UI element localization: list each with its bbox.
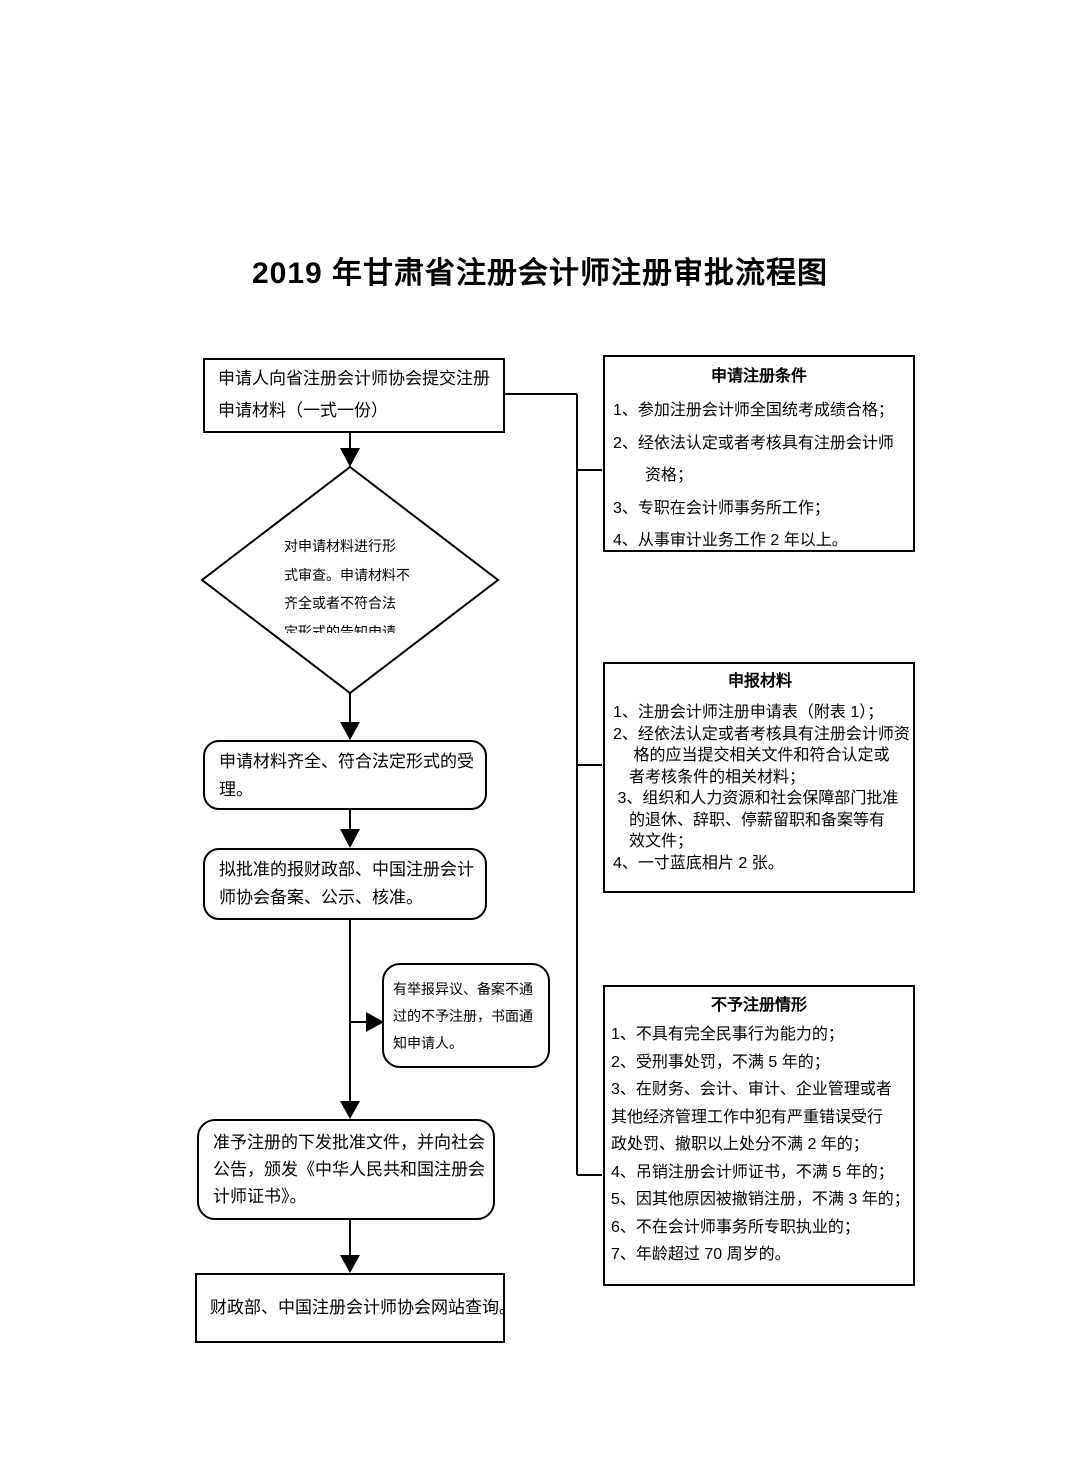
- panel-body: 1、参加注册会计师全国统考成绩合格； 2、经依法认定或者考核具有注册会计师 资格；…: [613, 395, 905, 558]
- arrow-down-icon: [340, 1101, 360, 1119]
- text-line: 格的应当提交相关文件和符合认定或: [613, 747, 890, 764]
- text-line: 公告，颁发《中华人民共和国注册会: [213, 1160, 485, 1179]
- text-line: 式审查。申请材料不: [284, 566, 410, 583]
- text-line: 定形式的告知申请: [284, 623, 396, 634]
- text-line: 资格；: [613, 467, 694, 484]
- text-line: 申请材料齐全、符合法定形式的受: [219, 752, 474, 771]
- text-line: 4、从事审计业务工作 2 年以上。: [613, 532, 848, 549]
- text-line: 1、参加注册会计师全国统考成绩合格；: [613, 402, 894, 419]
- arrow-down-icon: [340, 722, 360, 740]
- text-line: 3、组织和人力资源和社会保障部门批准: [613, 790, 899, 807]
- text-line: 齐全或者不符合法: [284, 595, 396, 611]
- text-line: 的退休、辞职、停薪留职和备案等有: [613, 811, 886, 829]
- text-line: 有举报异议、备案不通: [393, 981, 533, 997]
- decision-diamond-text: 对申请材料进行形式审查。申请材料不齐全或者不符合法定形式的告知申请: [284, 532, 434, 633]
- text-line: 2、经依法认定或者考核具有注册会计师资: [613, 725, 910, 743]
- text-line: 2、经依法认定或者考核具有注册会计师: [613, 434, 894, 452]
- panel-title: 申报材料: [727, 673, 792, 690]
- text-line: 2、受刑事处罚，不满 5 年的；: [611, 1053, 830, 1071]
- panel-title: 申请注册条件: [710, 368, 807, 385]
- flow-node-approval-issue: 准予注册的下发批准文件，并向社会公告，颁发《中华人民共和国注册会计师证书》。: [197, 1119, 495, 1220]
- arrow-down-icon: [340, 448, 360, 467]
- flow-node-objection-notice: 有举报异议、备案不通过的不予注册，书面通知申请人。: [382, 963, 550, 1068]
- arrow-down-icon: [340, 1255, 360, 1273]
- text-line: 理。: [219, 780, 253, 799]
- page-title: 2019 年甘肃省注册会计师注册审批流程图: [251, 257, 829, 290]
- text-line: 拟批准的报财政部、中国注册会计: [219, 860, 474, 879]
- flow-node-acceptance: 申请材料齐全、符合法定形式的受理。: [203, 740, 487, 810]
- text-line: 计师证书》。: [213, 1187, 307, 1206]
- text-line: 1、不具有完全民事行为能力的；: [611, 1026, 844, 1043]
- flow-node-website-query: 财政部、中国注册会计师协会网站查询。: [195, 1273, 516, 1343]
- text-line: 3、专职在会计师事务所工作；: [613, 499, 830, 517]
- flow-node-record-publicity: 拟批准的报财政部、中国注册会计师协会备案、公示、核准。: [203, 848, 487, 920]
- text-line: 知申请人。: [393, 1035, 463, 1051]
- text-line: 师协会备案、公示、核准。: [219, 888, 423, 907]
- panel-body: 1、不具有完全民事行为能力的； 2、受刑事处罚，不满 5 年的； 3、在财务、会计、…: [611, 1021, 910, 1269]
- text-line: 其他经济管理工作中犯有严重错误受行: [611, 1108, 884, 1126]
- panel-title: 不予注册情形: [710, 997, 807, 1014]
- text-line: 财政部、中国注册会计师协会网站查询。: [210, 1298, 516, 1317]
- arrow-right-icon: [366, 1012, 384, 1032]
- text-line: 申请人向省注册会计师协会提交注册: [218, 369, 490, 388]
- text-line: 5、因其他原因被撤销注册，不满 3 年的；: [611, 1191, 910, 1208]
- text-line: 申请材料（一式一份）: [218, 401, 388, 420]
- text-line: 政处罚、撤职以上处分不满 2 年的；: [611, 1136, 869, 1153]
- panel-application-materials: 申报材料 1、注册会计师注册申请表（附表 1）； 2、经依法认定或者考核具有注册会…: [603, 662, 915, 893]
- text-line: 对申请材料进行形: [284, 538, 396, 554]
- text-line: 效文件；: [613, 833, 694, 850]
- text-line: 1、注册会计师注册申请表（附表 1）；: [613, 704, 884, 721]
- text-line: 过的不予注册，书面通: [393, 1008, 533, 1024]
- text-line: 6、不在会计师事务所专职执业的；: [611, 1218, 860, 1236]
- text-line: 3、在财务、会计、审计、企业管理或者: [611, 1081, 892, 1098]
- text-line: 7、年龄超过 70 周岁的。: [611, 1246, 791, 1263]
- connector-spine: [505, 393, 602, 1176]
- text-line: 4、吊销注册会计师证书，不满 5 年的；: [611, 1163, 894, 1181]
- text-line: 准予注册的下发批准文件，并向社会: [213, 1133, 485, 1152]
- panel-rejection-situations: 不予注册情形 1、不具有完全民事行为能力的； 2、受刑事处罚，不满 5 年的； 3、…: [603, 985, 915, 1286]
- panel-registration-conditions: 申请注册条件 1、参加注册会计师全国统考成绩合格； 2、经依法认定或者考核具有注册…: [603, 355, 915, 552]
- flow-node-submit-application: 申请人向省注册会计师协会提交注册申请材料（一式一份）: [203, 358, 505, 433]
- panel-body: 1、注册会计师注册申请表（附表 1）； 2、经依法认定或者考核具有注册会计师资 格…: [613, 702, 910, 874]
- arrow-down-icon: [340, 829, 360, 848]
- text-line: 者考核条件的相关材料；: [613, 768, 806, 786]
- text-line: 4、一寸蓝底相片 2 张。: [613, 854, 784, 872]
